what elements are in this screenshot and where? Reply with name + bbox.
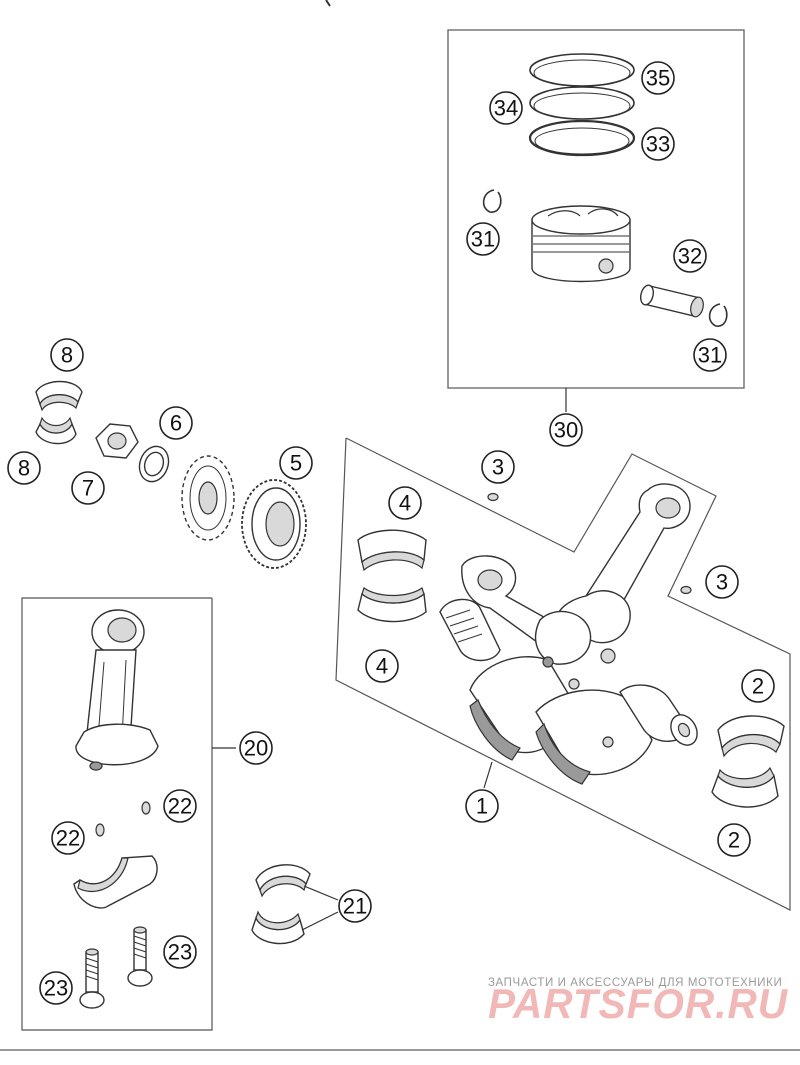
bearing-shell-upper-2 <box>717 715 785 758</box>
connecting-rod <box>75 609 159 771</box>
svg-text:8: 8 <box>18 456 30 481</box>
callout-31-lower: 31 <box>693 338 727 372</box>
crankshaft <box>439 598 698 785</box>
callout-4-upper: 4 <box>388 486 422 520</box>
svg-text:5: 5 <box>290 451 302 476</box>
svg-text:21: 21 <box>343 894 367 919</box>
callout-23-right: 23 <box>163 935 197 969</box>
callout-3-upper: 3 <box>481 450 515 484</box>
conrod-bearing-lower <box>251 910 305 945</box>
svg-text:3: 3 <box>492 455 504 480</box>
callout-35: 35 <box>641 61 675 95</box>
piston-ring-top <box>529 53 635 87</box>
svg-text:31: 31 <box>471 227 495 252</box>
conrod-bearing-upper <box>255 864 311 898</box>
piston-ring-middle <box>529 86 635 120</box>
dowel-pin-22-right <box>141 801 151 815</box>
callout-20: 20 <box>239 731 273 765</box>
callout-2-upper: 2 <box>741 669 775 703</box>
svg-text:23: 23 <box>44 976 68 1001</box>
callout-3-right: 3 <box>705 565 739 599</box>
circlip-left <box>482 189 502 213</box>
watermark-caption: ЗАПЧАСТИ И АКСЕССУАРЫ ДЛЯ МОТОТЕХНИКИ <box>488 977 782 989</box>
piston-group-frame <box>447 29 745 389</box>
svg-text:7: 7 <box>82 476 94 501</box>
callout-2-lower: 2 <box>717 823 751 857</box>
callout-5: 5 <box>279 446 313 480</box>
piston <box>531 205 631 283</box>
bearing-shell-lower-4 <box>357 587 427 623</box>
conrod-bolt-right <box>127 926 153 987</box>
washer <box>138 445 170 483</box>
callout-23-left: 23 <box>39 971 73 1005</box>
connecting-rod-front <box>461 555 592 668</box>
crankshaft-frame <box>335 437 791 911</box>
crankshaft-gear <box>241 479 307 569</box>
svg-text:22: 22 <box>56 826 80 851</box>
svg-text:30: 30 <box>554 418 578 443</box>
callout-21: 21 <box>338 889 372 923</box>
piston-pin <box>639 284 704 318</box>
svg-text:22: 22 <box>168 794 192 819</box>
svg-text:34: 34 <box>494 96 518 121</box>
callout-1: 1 <box>465 789 499 823</box>
callout-32: 32 <box>673 239 707 273</box>
dowel-pin-22-left <box>95 823 105 837</box>
svg-text:4: 4 <box>376 654 388 679</box>
dowel-pin-upper <box>487 492 499 502</box>
svg-text:23: 23 <box>168 940 192 965</box>
svg-text:20: 20 <box>244 736 268 761</box>
callout-33: 33 <box>641 127 675 161</box>
dowel-pin-right <box>680 585 692 595</box>
svg-text:3: 3 <box>716 570 728 595</box>
callout-22-right: 22 <box>163 789 197 823</box>
svg-text:1: 1 <box>476 794 488 819</box>
svg-text:2: 2 <box>728 828 740 853</box>
connecting-rod-frame <box>21 597 213 1031</box>
callout-31-upper: 31 <box>466 222 500 256</box>
sprocket-gear <box>181 455 235 541</box>
callout-30: 30 <box>549 413 583 447</box>
bearing-shell-lower-2 <box>711 766 779 808</box>
callout-34: 34 <box>489 91 523 125</box>
connecting-rod-cap <box>73 855 158 909</box>
svg-text:6: 6 <box>170 411 182 436</box>
svg-text:2: 2 <box>752 674 764 699</box>
circlip-right <box>708 303 728 327</box>
callout-8-upper: 8 <box>50 338 84 372</box>
callout-6: 6 <box>159 406 193 440</box>
svg-text:31: 31 <box>698 343 722 368</box>
svg-text:33: 33 <box>646 132 670 157</box>
svg-text:35: 35 <box>646 66 670 91</box>
svg-text:4: 4 <box>399 491 411 516</box>
bearing-shell-8-upper <box>35 380 83 412</box>
bearing-shell-8-lower <box>35 416 77 445</box>
piston-ring-oil <box>528 119 636 157</box>
watermark-logo: PARTSFOR.RU <box>488 980 789 1027</box>
callout-8-lower: 8 <box>7 451 41 485</box>
page-edge-mark <box>325 0 331 7</box>
callout-22-left: 22 <box>51 821 85 855</box>
hex-nut <box>95 423 139 459</box>
callout-7: 7 <box>71 471 105 505</box>
callout-4-lower: 4 <box>365 649 399 683</box>
svg-text:8: 8 <box>61 343 73 368</box>
bearing-shell-upper-4 <box>357 529 427 572</box>
svg-text:32: 32 <box>678 244 702 269</box>
conrod-bolt-left <box>79 948 105 1009</box>
